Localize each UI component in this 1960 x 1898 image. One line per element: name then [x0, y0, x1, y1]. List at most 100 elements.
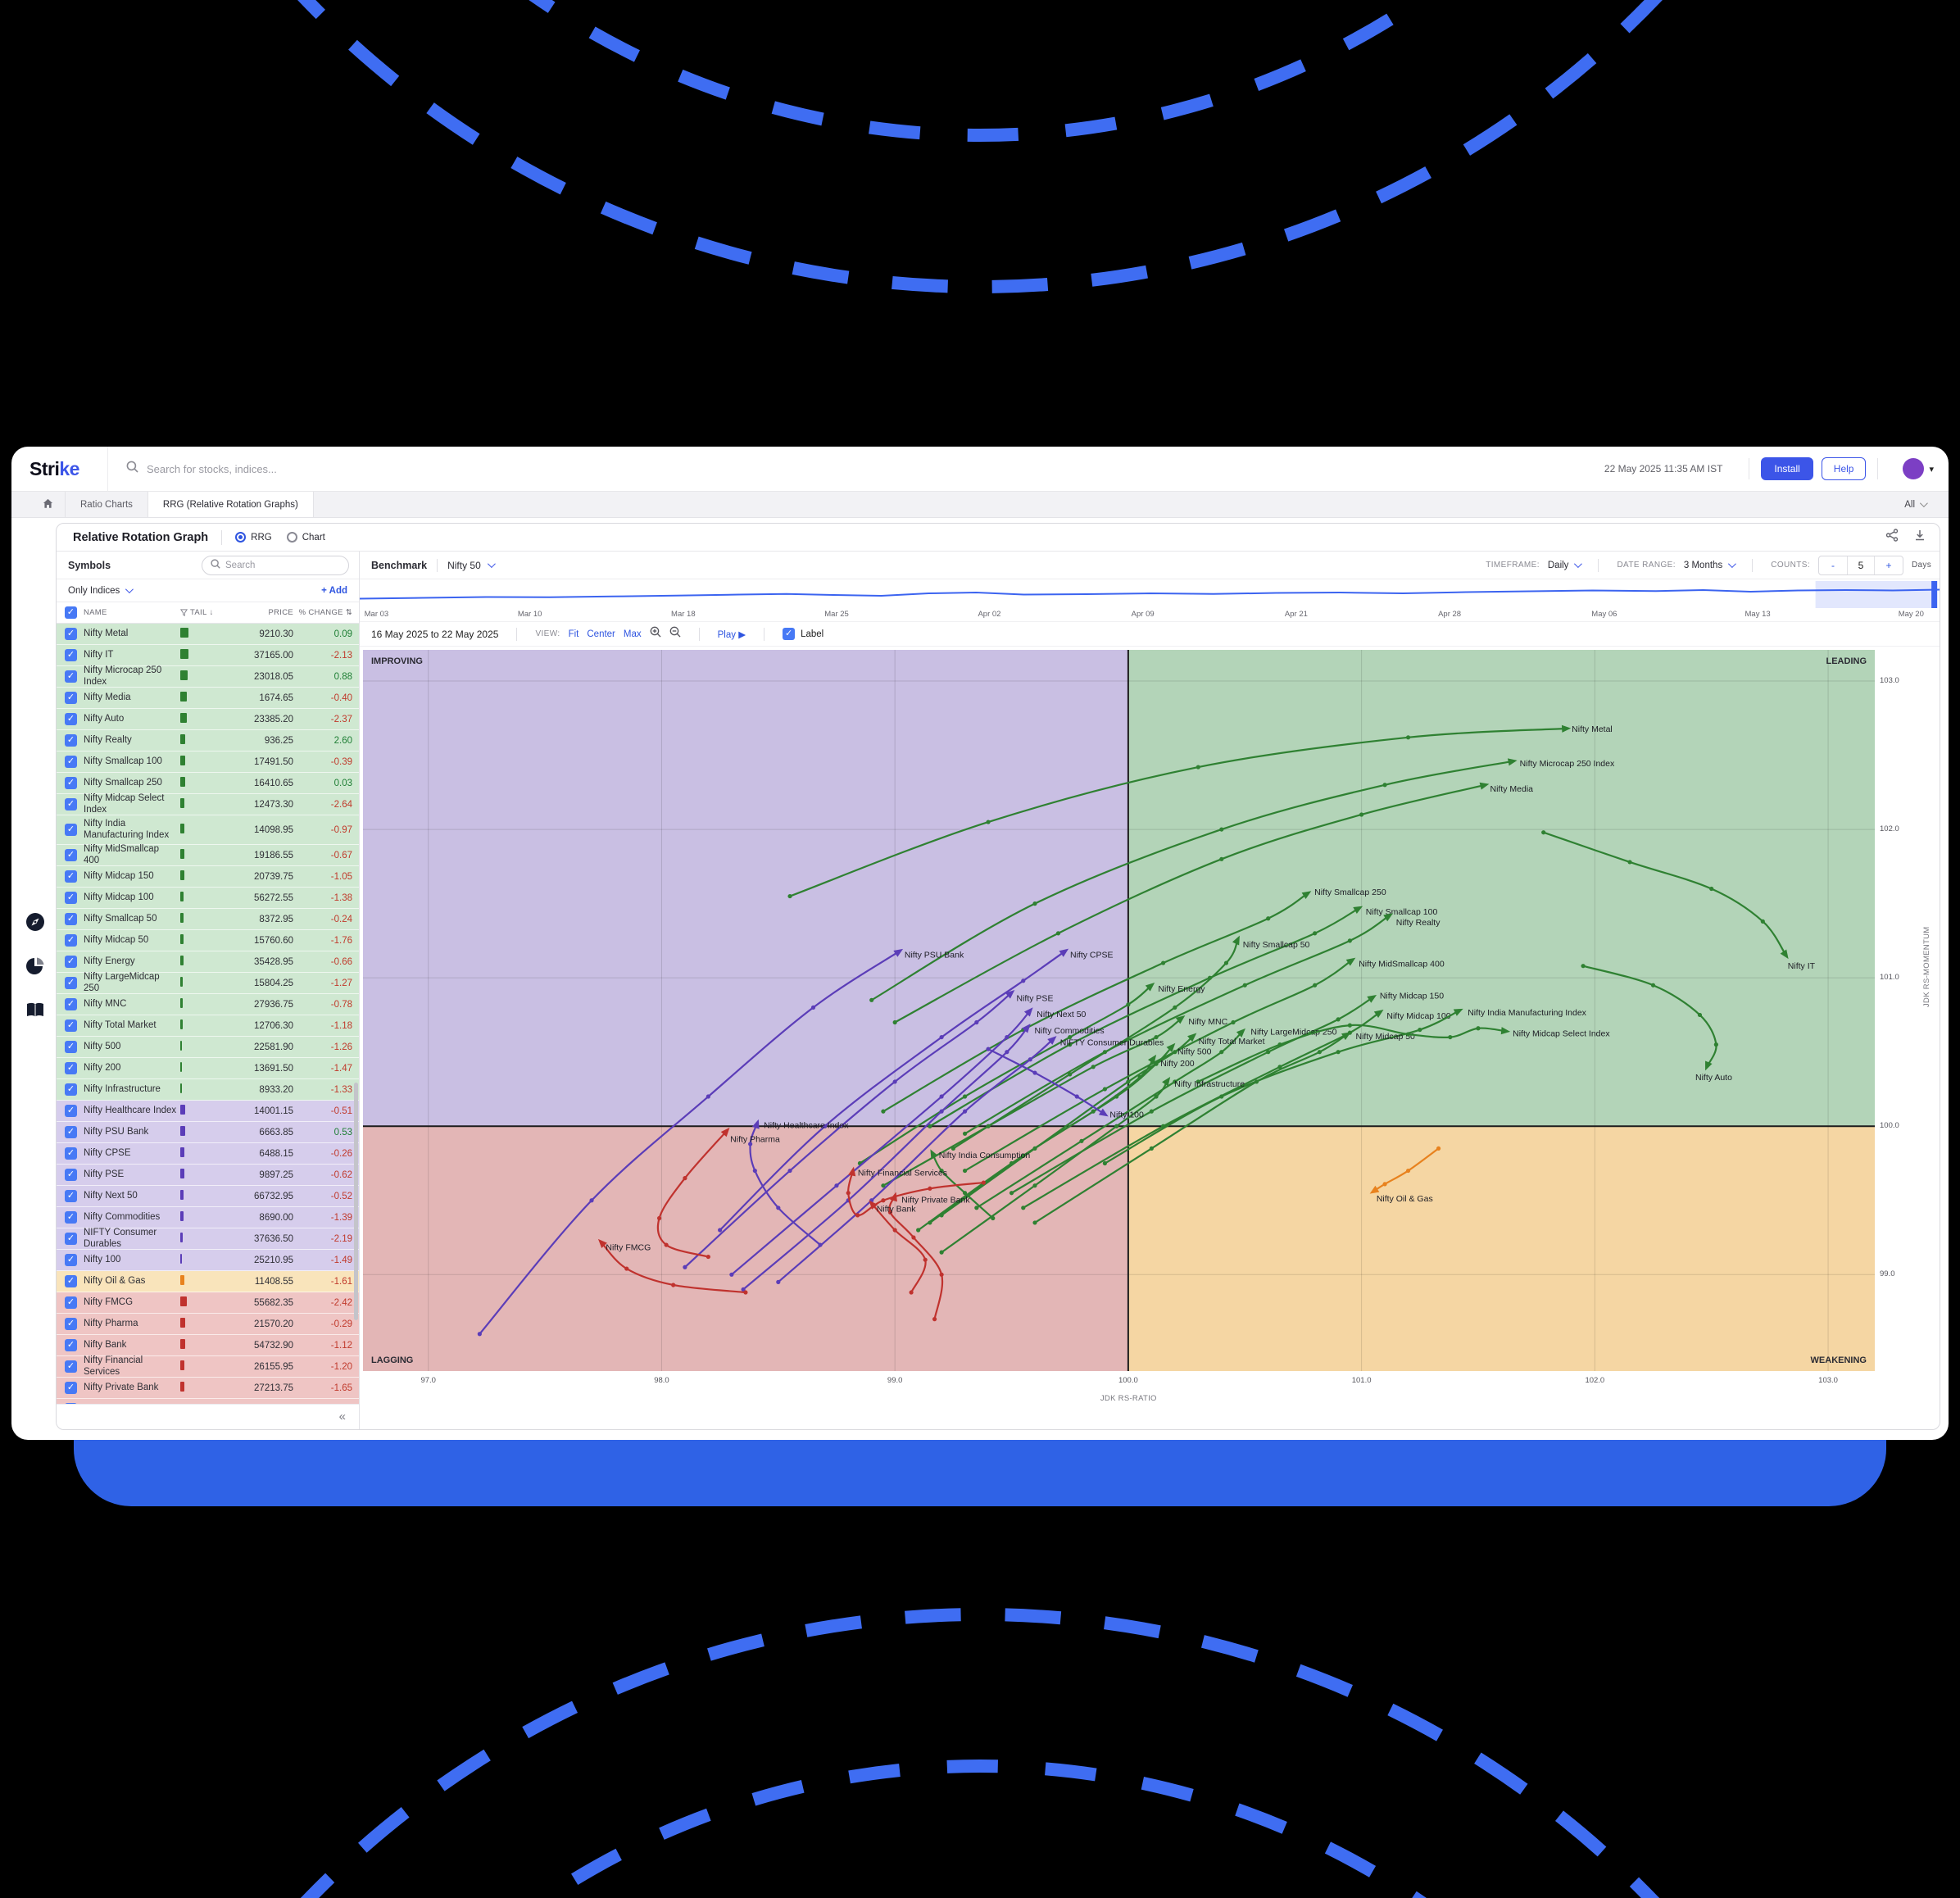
zoom-in-icon[interactable] — [650, 626, 661, 642]
filter-all-dropdown[interactable]: All — [1904, 492, 1949, 517]
series-nifty-smallcap-100[interactable]: Nifty Smallcap 100 — [928, 906, 1437, 1128]
row-checkbox[interactable]: ✓ — [65, 1211, 77, 1224]
compass-icon[interactable] — [25, 911, 46, 933]
series-nifty-cpse[interactable]: Nifty CPSE — [718, 948, 1114, 1233]
global-search-input[interactable] — [146, 462, 638, 475]
label-toggle[interactable]: ✓ Label — [783, 628, 823, 640]
series-nifty-smallcap-50[interactable]: Nifty Smallcap 50 — [951, 935, 1310, 1151]
series-nifty-microcap-250-index[interactable]: Nifty Microcap 250 Index — [869, 758, 1615, 1002]
row-checkbox[interactable]: ✓ — [65, 1190, 77, 1202]
series-nifty-media[interactable]: Nifty Media — [892, 782, 1534, 1025]
series-nifty-midcap-select-index[interactable]: Nifty Midcap Select Index — [1196, 1023, 1611, 1084]
row-checkbox[interactable]: ✓ — [65, 628, 77, 640]
row-checkbox[interactable]: ✓ — [65, 934, 77, 947]
series-nifty-psu-bank[interactable]: Nifty PSU Bank — [477, 948, 964, 1337]
install-button[interactable]: Install — [1761, 457, 1813, 480]
row-checkbox[interactable]: ✓ — [65, 1105, 77, 1117]
view-max-button[interactable]: Max — [623, 629, 642, 639]
series-nifty-realty[interactable]: Nifty Realty — [962, 913, 1441, 1136]
pie-chart-icon[interactable] — [25, 956, 46, 977]
row-checkbox[interactable]: ✓ — [65, 798, 77, 811]
timeline-selection-handle[interactable] — [1931, 581, 1938, 608]
tab-rrg[interactable]: RRG (Relative Rotation Graphs) — [147, 492, 314, 517]
row-checkbox[interactable]: ✓ — [65, 1147, 77, 1160]
column-tail[interactable]: TAIL↓ — [180, 608, 233, 617]
series-nifty-fmcg[interactable]: Nifty FMCG — [597, 1238, 748, 1295]
series-nifty-100[interactable]: Nifty 100 — [986, 1047, 1144, 1120]
column-price[interactable]: PRICE — [268, 608, 293, 617]
series-nifty-india-consumption[interactable]: Nifty India Consumption — [930, 1149, 1030, 1221]
view-fit-button[interactable]: Fit — [568, 629, 579, 639]
series-nifty-midcap-50[interactable]: Nifty Midcap 50 — [1032, 1032, 1415, 1225]
row-checkbox[interactable]: ✓ — [65, 1233, 77, 1245]
row-checkbox[interactable]: ✓ — [65, 692, 77, 704]
symbols-search-input[interactable] — [225, 560, 332, 570]
series-nifty-it[interactable]: Nifty IT — [1541, 830, 1816, 971]
radio-rrg[interactable]: RRG — [235, 532, 272, 543]
row-checkbox[interactable]: ✓ — [65, 1403, 77, 1404]
series-nifty-pse[interactable]: Nifty PSE — [683, 990, 1053, 1269]
row-checkbox[interactable]: ✓ — [65, 998, 77, 1010]
timeframe-dropdown[interactable]: Daily — [1548, 560, 1583, 570]
series-nifty-largemidcap-250[interactable]: Nifty LargeMidcap 250 — [974, 1027, 1337, 1210]
series-nifty-pharma[interactable]: Nifty Pharma — [656, 1127, 780, 1260]
row-checkbox[interactable]: ✓ — [65, 1275, 77, 1287]
row-checkbox[interactable]: ✓ — [65, 956, 77, 968]
timeline-selection[interactable] — [1815, 581, 1938, 608]
row-checkbox[interactable]: ✓ — [65, 649, 77, 661]
row-checkbox[interactable]: ✓ — [65, 756, 77, 768]
row-checkbox[interactable]: ✓ — [65, 1126, 77, 1138]
series-nifty-financial-services[interactable]: Nifty Financial Services — [846, 1166, 986, 1218]
row-checkbox[interactable]: ✓ — [65, 824, 77, 836]
row-checkbox[interactable]: ✓ — [65, 1360, 77, 1373]
tab-ratio-charts[interactable]: Ratio Charts — [66, 492, 148, 517]
series-nifty-bank[interactable]: Nifty Bank — [869, 1200, 928, 1295]
series-nifty-metal[interactable]: Nifty Metal — [787, 724, 1613, 899]
strike-logo[interactable]: Strike — [29, 457, 79, 479]
global-search[interactable] — [107, 447, 1604, 491]
symbols-search[interactable] — [202, 555, 349, 575]
series-nifty-next-50[interactable]: Nifty Next 50 — [729, 1007, 1087, 1277]
series-nifty-midsmallcap-400[interactable]: Nifty MidSmallcap 400 — [962, 957, 1445, 1174]
series-nifty-smallcap-250[interactable]: Nifty Smallcap 250 — [881, 888, 1386, 1114]
row-checkbox[interactable]: ✓ — [65, 1169, 77, 1181]
row-checkbox[interactable]: ✓ — [65, 913, 77, 925]
series-nifty-healthcare-index[interactable]: Nifty Healthcare Index — [748, 1119, 849, 1247]
book-icon[interactable] — [25, 1000, 46, 1021]
radio-chart[interactable]: Chart — [286, 532, 325, 543]
select-all-checkbox[interactable]: ✓ — [65, 606, 77, 619]
series-nifty-auto[interactable]: Nifty Auto — [1581, 964, 1732, 1083]
row-checkbox[interactable]: ✓ — [65, 1019, 77, 1032]
row-checkbox[interactable]: ✓ — [65, 1083, 77, 1096]
view-center-button[interactable]: Center — [587, 629, 615, 639]
daterange-dropdown[interactable]: 3 Months — [1684, 560, 1737, 570]
row-checkbox[interactable]: ✓ — [65, 892, 77, 904]
